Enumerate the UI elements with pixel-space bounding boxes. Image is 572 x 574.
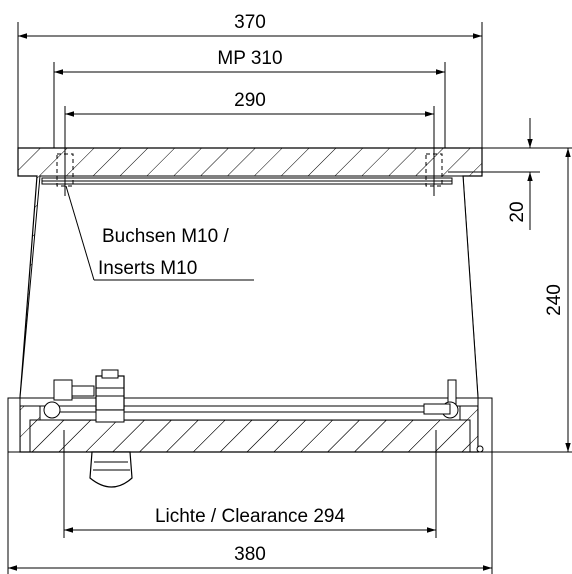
- bottom-plate-inner-rail: [39, 405, 461, 421]
- insert-right: [425, 106, 443, 196]
- dimension-mp-310-label: MP 310: [217, 48, 282, 69]
- insert-left: [56, 106, 74, 196]
- dimension-290: 290: [65, 90, 434, 117]
- dimension-clearance: Lichte / Clearance 294: [64, 506, 436, 533]
- inner-cavity: [19, 175, 479, 399]
- extension-lines: [7, 22, 572, 574]
- callout-line-2: Inserts M10: [98, 258, 197, 279]
- dimension-20-label: 20: [507, 201, 528, 222]
- housing-section: [7, 147, 493, 453]
- dimension-20: 20: [507, 118, 533, 230]
- callout-line-1: Buchsen M10 /: [102, 226, 229, 247]
- right-hinge: [476, 445, 484, 453]
- dimension-clearance-label: Lichte / Clearance 294: [155, 506, 346, 527]
- left-flange: [7, 397, 21, 453]
- dimension-370: 370: [18, 12, 482, 39]
- right-flange: [477, 397, 493, 453]
- insert-callout: Buchsen M10 / Inserts M10: [65, 185, 267, 281]
- dimension-240-label: 240: [544, 284, 565, 316]
- dimension-290-label: 290: [234, 90, 266, 111]
- bottom-plate-top-rail: [13, 397, 485, 407]
- dimension-380: 380: [8, 544, 492, 571]
- dimension-370-label: 370: [234, 12, 266, 33]
- bottom-plate: [29, 419, 471, 453]
- dimension-380-label: 380: [234, 544, 266, 565]
- lock-mechanism: [43, 369, 133, 488]
- dimension-240: 240: [544, 148, 571, 452]
- right-latch: [423, 379, 459, 419]
- dimension-mp-310: MP 310: [54, 48, 445, 75]
